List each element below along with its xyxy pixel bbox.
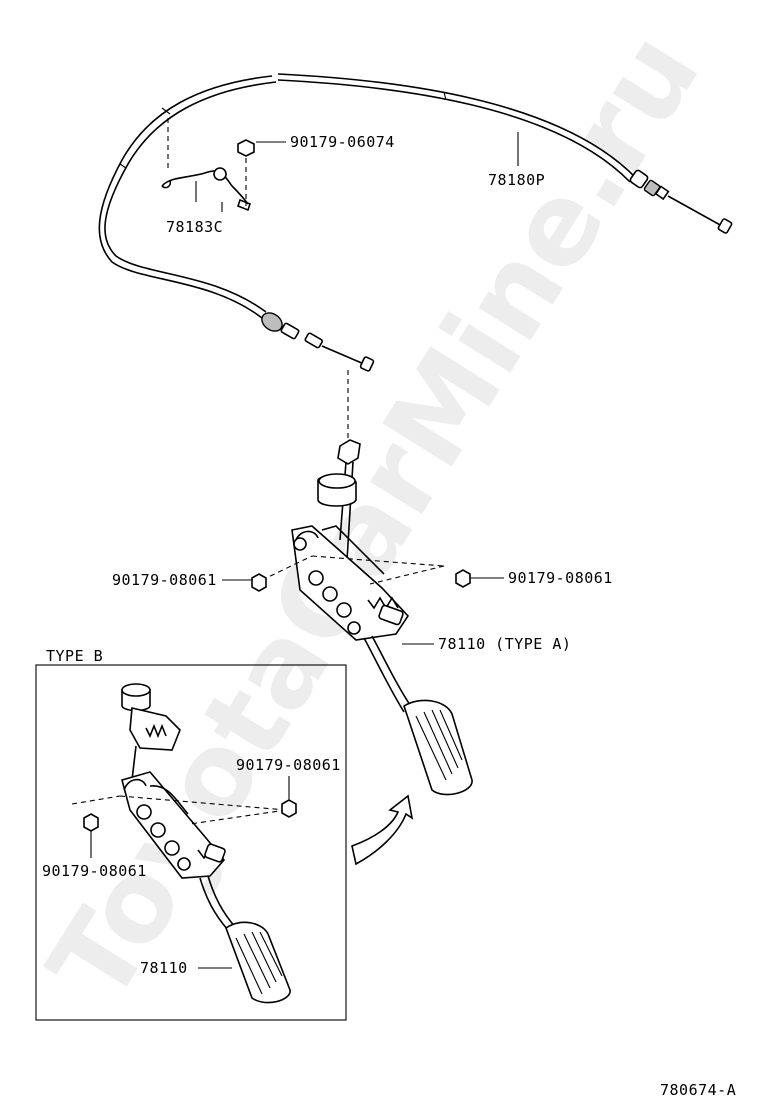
label-pedal-type-b: 78110 <box>140 959 188 977</box>
mounting-nuts-type-b <box>71 776 297 858</box>
label-nut-right-b: 90179-08061 <box>236 756 341 774</box>
pedal-assembly-type-a <box>291 439 473 796</box>
mounting-nuts-type-a <box>222 555 504 592</box>
label-nut-left-a: 90179-08061 <box>112 571 217 589</box>
nut-left-a <box>251 573 267 592</box>
label-nut-right-a: 90179-08061 <box>508 569 613 587</box>
label-nut-left-b: 90179-08061 <box>42 862 147 880</box>
label-bolt-90179-06074: 90179-06074 <box>290 133 395 151</box>
accelerator-cable <box>98 73 733 372</box>
type-b-frame <box>35 664 347 1021</box>
nut-right-a <box>455 569 471 588</box>
nut-right-b <box>281 799 297 818</box>
bolt-90179-06074 <box>237 139 286 212</box>
label-clamp-78183c: 78183C <box>166 218 223 236</box>
label-pedal-type-a: 78110 (TYPE A) <box>438 635 571 653</box>
type-b-title: TYPE B <box>46 647 103 665</box>
label-cable-78180p: 78180P <box>488 171 545 189</box>
cable-clamp <box>161 118 249 205</box>
nut-left-b <box>83 813 99 832</box>
figure-code: 780674-A <box>660 1081 736 1099</box>
curved-arrow-icon <box>351 794 414 866</box>
